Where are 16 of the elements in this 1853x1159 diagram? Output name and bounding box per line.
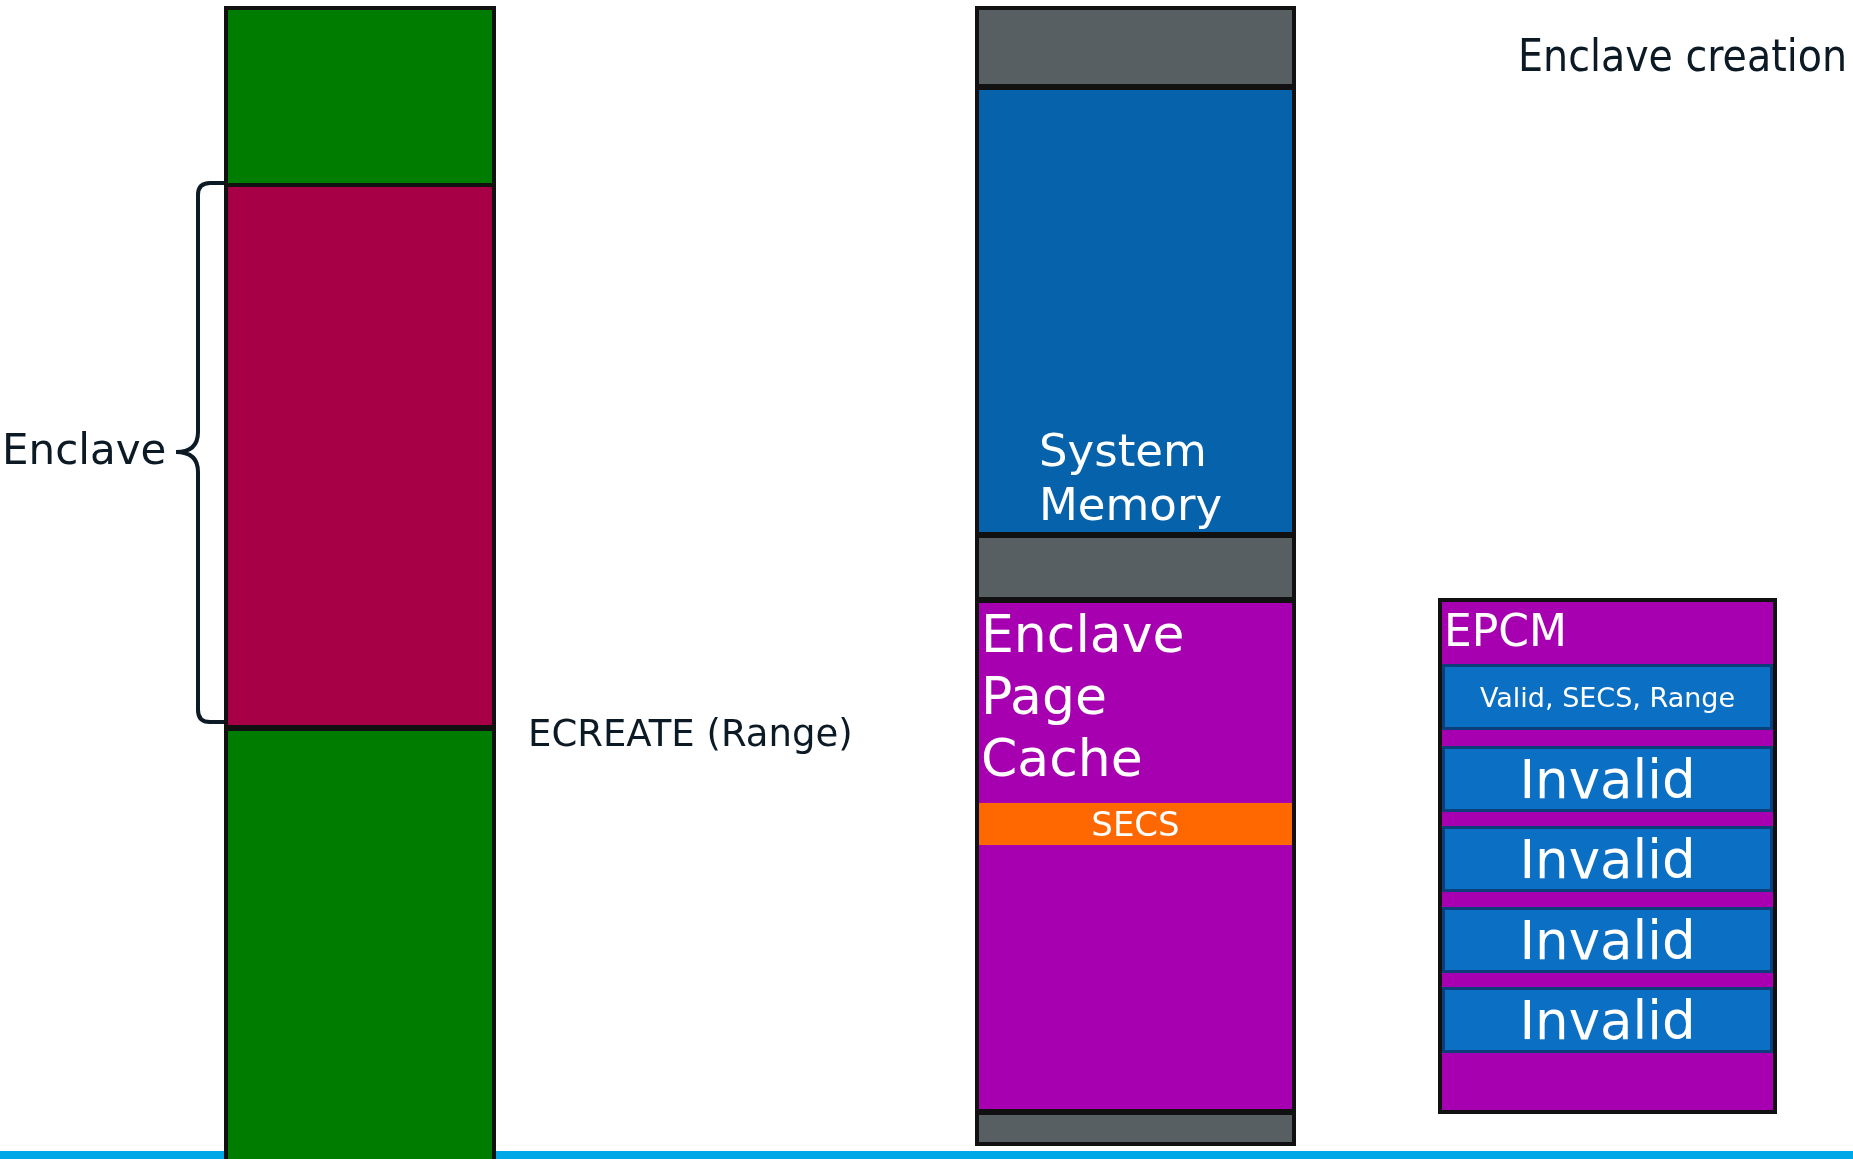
region-label: Enclave Page Cache [980, 603, 1186, 789]
table-entry-bar: Invalid [1442, 746, 1773, 812]
page-title: Enclave creation [1518, 30, 1847, 81]
table-entry-bar: Invalid [1442, 826, 1773, 892]
bracket-label: Enclave [2, 425, 167, 474]
table-entry-bar: Invalid [1442, 907, 1773, 973]
table-entry-bar: SECS [979, 803, 1292, 845]
memory-region-bar [975, 534, 1296, 601]
table-entry-bar: Invalid [1442, 987, 1773, 1053]
annotation-text: ECREATE (Range) [528, 712, 853, 755]
memory-region-bar [975, 1111, 1296, 1146]
table-entry-bar: Valid, SECS, Range [1442, 664, 1773, 730]
memory-region-bar [975, 6, 1296, 88]
memory-region-bar: System Memory [975, 86, 1296, 536]
table-heading: EPCM [1443, 604, 1569, 658]
memory-region-bar [224, 727, 496, 1159]
